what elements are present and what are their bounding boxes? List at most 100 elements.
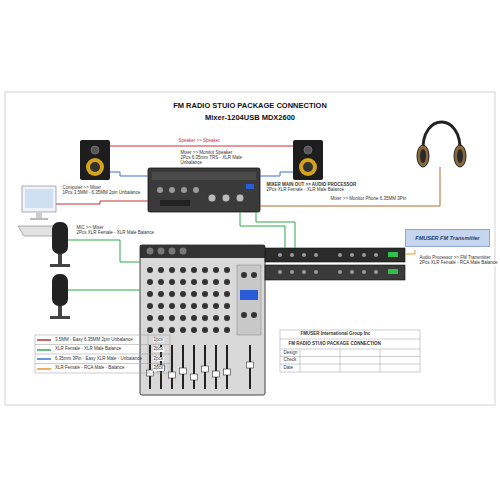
mixer-rear-part [160,200,190,206]
mixer-rear-part [222,194,230,202]
rack-processor-part [265,265,405,280]
mixer-part-part [191,374,198,380]
microphone-part [52,222,68,254]
mixer-part-part [182,345,184,389]
mixer-part-part [226,345,228,389]
mixer-part-part [169,279,175,285]
mixer-part-part [180,291,186,297]
rack-processor-part-part [278,253,282,257]
legend-text: XLR Female - RCA Male - Balance [55,366,125,371]
mixer-part-part [213,291,219,297]
legend-text: 3.5MM - Easy 6.35MM 2pin Unbalance [55,338,133,343]
connection-label: Unbalance [180,161,203,166]
rack-processor-part-part [350,270,354,274]
mixer-part-part [147,315,153,321]
connection-label: 2pcs [153,357,164,362]
mixer-part-part [202,303,208,309]
title-block-part [340,349,341,372]
mixer-part-part [213,279,219,285]
title-block [280,330,420,372]
mixer-part-part [247,362,254,368]
mixer-part-part [202,267,208,273]
microphone-part [50,316,70,319]
legend-row: 6.35mm 3Pin - Easy XLR Male - Unbalance [37,356,147,363]
rack-processor-part-part [350,253,354,257]
mixer-part [147,267,230,333]
connection-label: 2pcs [153,347,164,352]
title-block-part [280,339,420,340]
mixer [140,245,265,395]
connection-label: 2Pcs XLR Female - XLR Male Balance [266,188,345,193]
rack-processor-part-part [374,270,378,274]
connection-wires-part [260,167,440,206]
mixer-rear-part [246,184,254,189]
mixer-part-part [169,315,175,321]
mixer-rear-part [181,187,187,193]
monitor-speaker-part [80,140,110,180]
legend-line-sample [37,366,51,372]
mixer-part-part [224,279,230,285]
node-text: FMUSER FM Transmitter [415,235,479,241]
connection-label: 2pcs [153,366,164,371]
headphones-part [420,149,426,163]
connection-wires-part [405,250,415,254]
mixer-part-part [180,315,186,321]
mixer-rear-part [148,168,260,212]
mixer-part-part [147,267,153,273]
mixer-rear-part [157,187,163,193]
connection-wires-part [110,146,293,147]
mixer-part [169,248,176,255]
mixer-part-part [169,303,175,309]
connection-wires-part [56,201,148,204]
page-border [5,92,495,405]
mixer-part-part [224,369,231,375]
computer-part [25,189,53,208]
rack-processor-part-part [302,270,306,274]
mixer-part-part [202,291,208,297]
legend-line-sample [37,356,51,362]
legend-row: XLR Female - RCA Male - Balance [37,365,147,372]
mixer-part-part [158,291,164,297]
mixer-part-part [191,291,197,297]
mixer-part [147,362,254,380]
mixer-part-part [224,327,230,333]
mixer-part-part [213,303,219,309]
mixer-part [158,248,165,255]
mixer-part-part [158,267,164,273]
mixer-part [149,345,251,389]
rack-processor-part-part [338,270,342,274]
mixer-part-part [193,345,195,389]
monitor-speaker-part [303,162,313,172]
mixer-rear-part [208,194,216,202]
monitor-speaker [293,140,323,180]
mixer-part [241,312,247,318]
computer-part [22,186,56,212]
mixer-part-part [213,327,219,333]
title-block-part [280,356,420,357]
mixer-part-part [180,267,186,273]
mixer-part-part [180,279,186,285]
rack-processor-part-part [314,253,318,257]
title-block-part [300,349,301,372]
monitor-speaker-part [293,140,323,180]
mixer-part-part [202,279,208,285]
rack-processor-part-part [290,253,294,257]
rack-processor [265,248,405,280]
mixer-part-part [147,291,153,297]
connection-wires [56,146,440,290]
headphones-part [457,149,463,163]
connection-label: 1pcs [153,338,164,343]
title-block-part [280,364,420,365]
rack-processor-part-part [362,253,366,257]
mixer-part-part [202,327,208,333]
connection-label: Speaker >> Speaker [178,139,220,144]
rack-processor-part-part [314,270,318,274]
mixer-part-part [180,303,186,309]
computer-part [30,218,48,220]
mixer-part-part [147,327,153,333]
legend-line-sample [37,347,51,353]
mixer-part [251,272,257,278]
mixer-part-part [191,267,197,273]
headphones-part [417,145,429,167]
